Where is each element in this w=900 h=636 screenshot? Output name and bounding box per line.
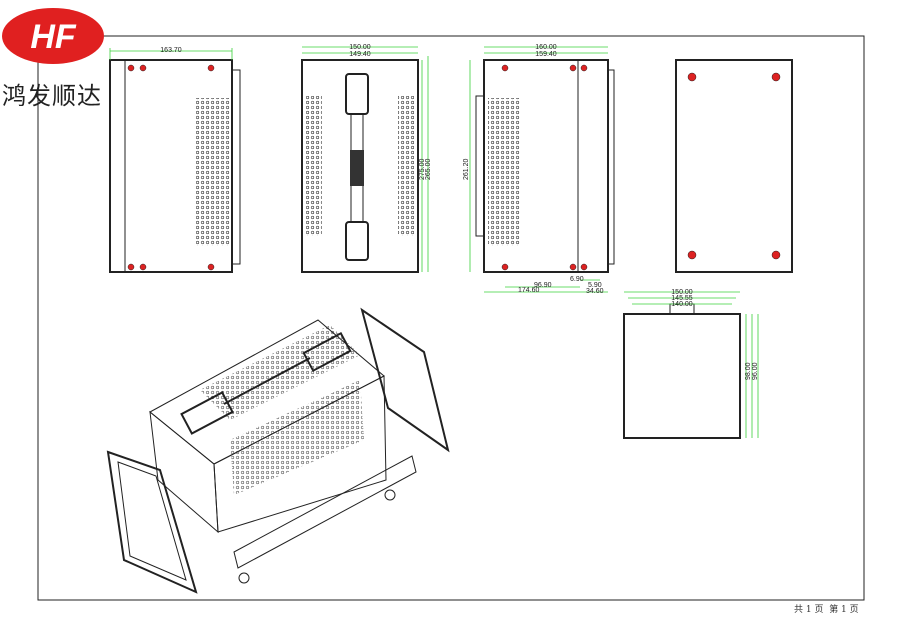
svg-text:160.00: 160.00 bbox=[535, 44, 557, 51]
company-name: 鸿发顺达 bbox=[2, 82, 102, 110]
front-view: 150.00 149.40 275.00 265.00 bbox=[301, 44, 432, 273]
svg-text:96.00: 96.00 bbox=[752, 362, 759, 380]
logo: HF bbox=[2, 8, 104, 64]
svg-text:150.00: 150.00 bbox=[671, 289, 693, 296]
svg-text:96.90: 96.90 bbox=[534, 282, 552, 289]
svg-text:275.00: 275.00 bbox=[419, 158, 426, 180]
svg-text:145.55: 145.55 bbox=[671, 295, 693, 302]
svg-text:174.60: 174.60 bbox=[518, 287, 540, 294]
svg-text:159.40: 159.40 bbox=[535, 51, 557, 58]
page-number: 第 1 页 bbox=[829, 605, 859, 615]
svg-text:34.60: 34.60 bbox=[586, 288, 604, 295]
end-view: 150.00 145.55 140.00 98.00 96.00 bbox=[623, 289, 759, 439]
bottom-view bbox=[675, 59, 793, 273]
isometric-exploded-view bbox=[106, 307, 450, 594]
svg-text:6.90: 6.90 bbox=[570, 276, 584, 283]
svg-text:265.00: 265.00 bbox=[425, 158, 432, 180]
svg-text:140.00: 140.00 bbox=[671, 301, 693, 308]
page-info: 共 1 页 第 1 页 bbox=[794, 602, 859, 615]
back-view: 160.00 159.40 261.20 6.90 96.90 174.60 5… bbox=[463, 44, 615, 295]
drawing-frame bbox=[37, 35, 865, 601]
svg-text:HF: HF bbox=[30, 18, 77, 56]
svg-text:150.00: 150.00 bbox=[349, 44, 371, 51]
side-view: 163.70 bbox=[109, 47, 241, 273]
page-count: 共 1 页 bbox=[794, 605, 824, 615]
svg-text:98.00: 98.00 bbox=[745, 362, 752, 380]
svg-text:261.20: 261.20 bbox=[463, 158, 470, 180]
svg-text:163.70: 163.70 bbox=[160, 47, 182, 54]
svg-text:149.40: 149.40 bbox=[349, 51, 371, 58]
svg-text:5.90: 5.90 bbox=[588, 282, 602, 289]
